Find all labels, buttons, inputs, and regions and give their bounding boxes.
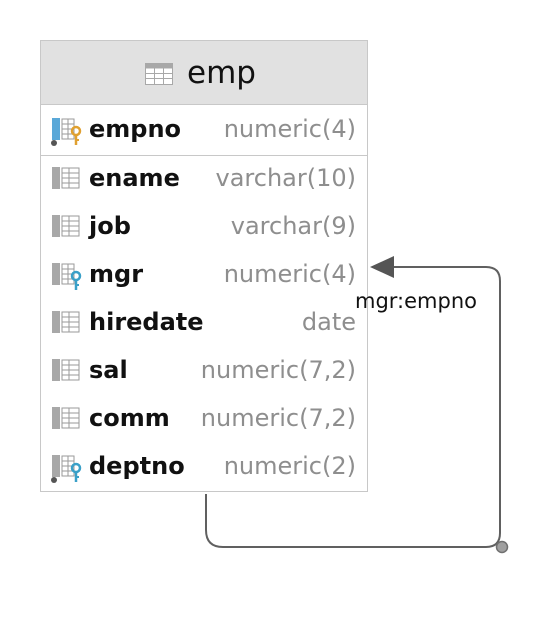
column-name: sal	[89, 356, 128, 384]
column-type: numeric(4)	[223, 115, 356, 143]
column-type: numeric(7,2)	[200, 356, 356, 384]
column-row-ename[interactable]: ename varchar(10)	[41, 156, 367, 204]
column-name: empno	[89, 115, 182, 143]
column-icon	[51, 215, 83, 247]
column-type: numeric(7,2)	[200, 404, 356, 432]
column-name: deptno	[89, 452, 185, 480]
relationship-line	[205, 266, 501, 548]
table-header[interactable]: emp	[41, 41, 367, 105]
primary-key-column-icon	[51, 118, 83, 150]
column-icon	[51, 311, 83, 343]
column-row-job[interactable]: job varchar(9)	[41, 204, 367, 252]
column-type: varchar(9)	[230, 212, 356, 240]
column-type: numeric(2)	[223, 452, 356, 480]
column-type: numeric(4)	[223, 260, 356, 288]
column-icon	[51, 359, 83, 391]
column-row-deptno[interactable]: deptno numeric(2)	[41, 444, 367, 492]
column-icon	[51, 167, 83, 199]
column-row-comm[interactable]: comm numeric(7,2)	[41, 396, 367, 444]
table-icon	[145, 63, 173, 89]
column-icon	[51, 407, 83, 439]
column-row-empno[interactable]: empno numeric(4)	[41, 107, 367, 155]
emp-table[interactable]: emp empno numeric(4)	[40, 40, 368, 492]
column-name: job	[89, 212, 131, 240]
column-row-hiredate[interactable]: hiredate date	[41, 300, 367, 348]
relationship-end-marker	[495, 540, 509, 554]
table-title: emp	[187, 55, 256, 91]
column-type: varchar(10)	[215, 164, 357, 192]
not-null-foreign-key-column-icon	[51, 455, 83, 487]
column-name: hiredate	[89, 308, 204, 336]
relationship-label: mgr:empno	[355, 289, 477, 313]
column-name: ename	[89, 164, 180, 192]
arrowhead-icon	[370, 256, 394, 278]
primary-key-divider	[41, 155, 367, 156]
column-name: mgr	[89, 260, 144, 288]
column-type: date	[301, 308, 356, 336]
column-row-sal[interactable]: sal numeric(7,2)	[41, 348, 367, 396]
foreign-key-column-icon	[51, 263, 83, 295]
column-row-mgr[interactable]: mgr numeric(4)	[41, 252, 367, 300]
column-name: comm	[89, 404, 170, 432]
